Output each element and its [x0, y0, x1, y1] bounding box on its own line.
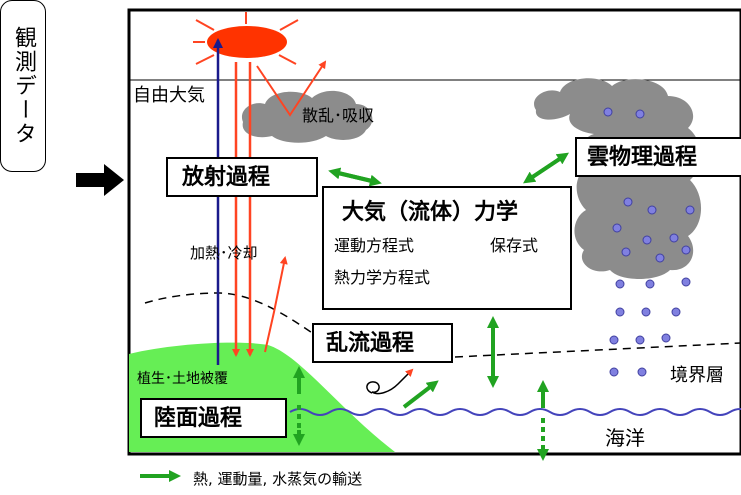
- land-surface-process-box: 陸面過程: [140, 398, 287, 438]
- boundary-layer-top-left: [144, 292, 356, 356]
- observation-data-box: 観測データ: [0, 0, 46, 172]
- legend-text: 熱, 運動量, 水蒸気の輸送: [193, 470, 363, 488]
- vegetation-label: 植生･土地被覆: [137, 371, 228, 387]
- dynamics-box: 大気（流体）力学 運動方程式 保存式 熱力学方程式: [322, 186, 572, 310]
- cloud-physics-label: 雲物理過程: [587, 145, 698, 170]
- cloud-physics-box: 雲物理過程: [575, 137, 741, 177]
- ocean-label: 海洋: [605, 426, 645, 450]
- turbulence-eddy: [366, 368, 414, 395]
- conservation-label: 保存式: [490, 236, 539, 255]
- eq-motion-label: 運動方程式: [334, 236, 415, 255]
- ocean-surface: [289, 408, 741, 416]
- scatter-absorb-label: 散乱･吸収: [302, 106, 375, 125]
- sun-icon: [193, 12, 299, 65]
- input-arrow-icon: [76, 164, 124, 196]
- thermo-eq-label: 熱力学方程式: [334, 268, 431, 287]
- radiation-process-label: 放射過程: [182, 165, 271, 190]
- arrow-dynamics-cloud: [523, 152, 569, 184]
- arrow-radiation-dynamics: [328, 167, 382, 187]
- land-surface-process-label: 陸面過程: [154, 406, 243, 431]
- observation-data-label: 観測データ: [11, 26, 36, 146]
- droplets: [603, 107, 695, 377]
- reflect-ray: [264, 256, 288, 353]
- turbulence-process-box: 乱流過程: [312, 323, 453, 363]
- dynamics-title: 大気（流体）力学: [342, 200, 519, 225]
- boundary-layer-top-right: [454, 342, 741, 358]
- scatter-cloud: [241, 90, 373, 143]
- radiation-process-box: 放射過程: [166, 157, 318, 197]
- scatter-ray: [256, 60, 327, 117]
- convective-cloud: [534, 78, 702, 280]
- heating-cooling-label: 加熱･冷却: [190, 244, 258, 262]
- boundary-layer-label: 境界層: [670, 365, 724, 386]
- turbulence-process-label: 乱流過程: [326, 331, 415, 356]
- free-atmosphere-label: 自由大気: [133, 85, 205, 106]
- arrow-turbulence-flux: [402, 380, 439, 409]
